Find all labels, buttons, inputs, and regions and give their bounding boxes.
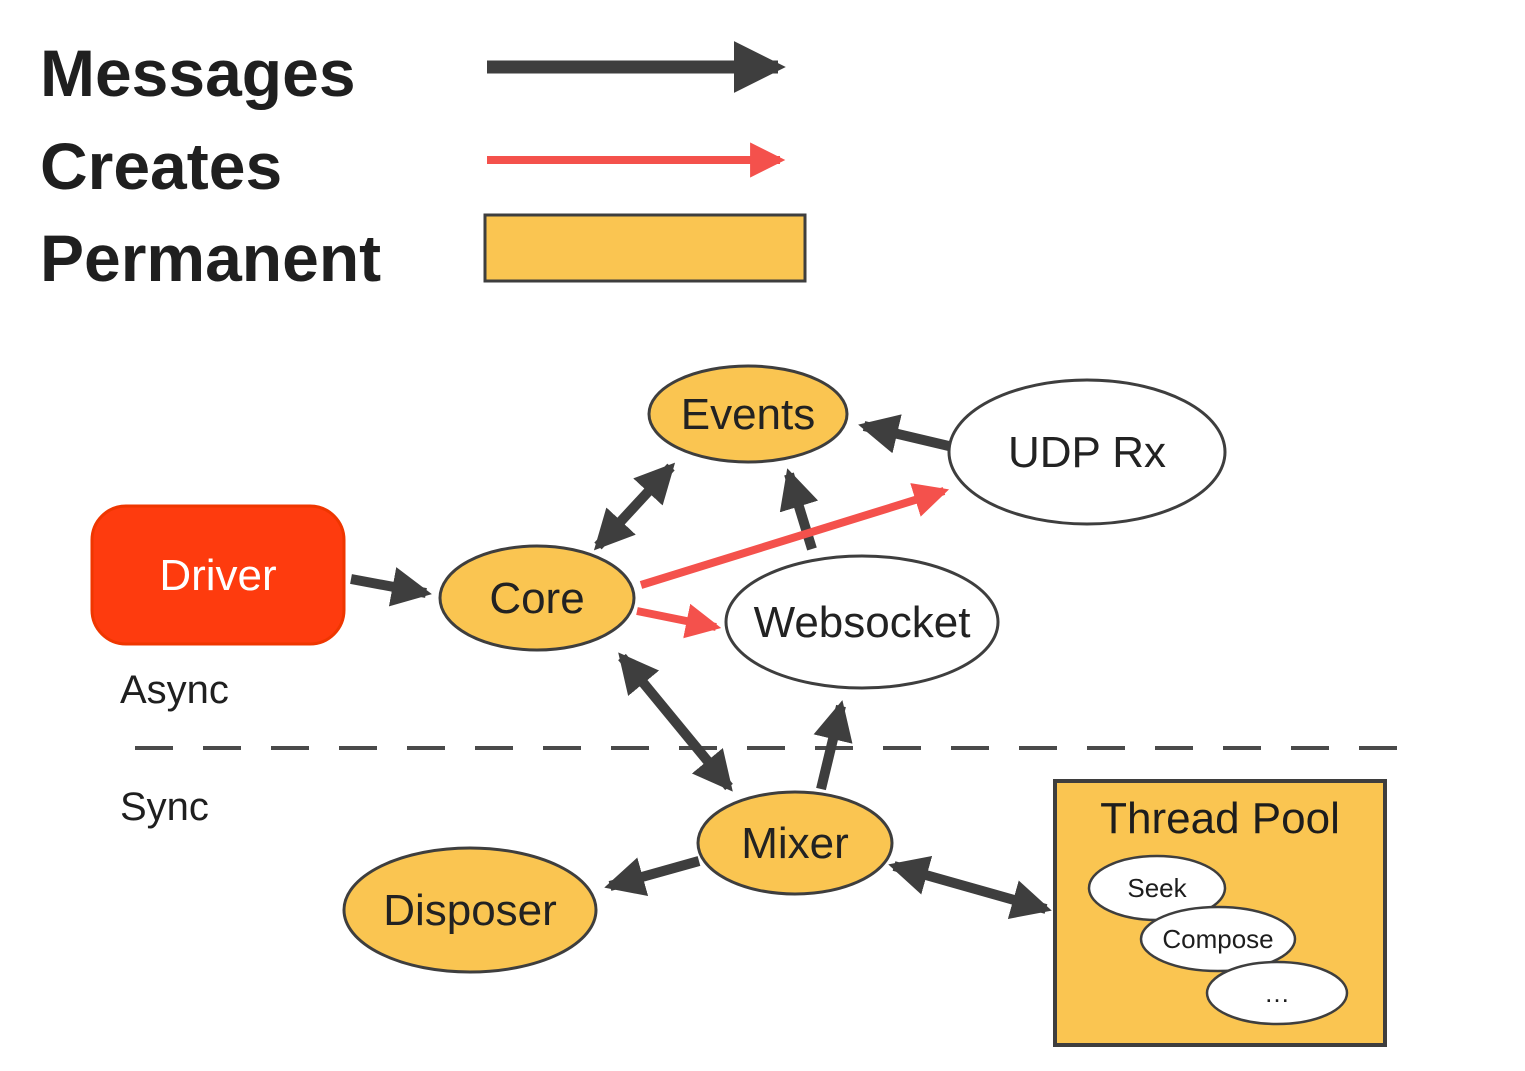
legend-messages-label: Messages: [40, 36, 356, 110]
edge-core-udprx-creates: [639, 483, 950, 589]
driver-node: [90, 504, 346, 646]
edge-core-websocket-creates: [636, 603, 722, 639]
udp-rx-node: [947, 378, 1227, 526]
legend-permanent-swatch: [483, 213, 807, 283]
websocket-node: [724, 554, 1000, 690]
edge-mixer-threadpool: [888, 856, 1052, 919]
edge-mixer-websocket: [813, 700, 853, 791]
core-node: [438, 544, 636, 652]
seek-label: Seek: [1127, 873, 1187, 903]
edge-core-mixer: [618, 652, 733, 792]
thread-pool-label: Thread Pool: [1100, 794, 1340, 843]
thread-pool-item-ellipsis: [1205, 960, 1349, 1026]
sync-label: Sync: [120, 785, 209, 829]
mixer-label: Mixer: [741, 819, 849, 868]
core-label: Core: [489, 574, 584, 623]
legend-permanent-label: Permanent: [40, 221, 381, 295]
events-node: [647, 364, 849, 464]
disposer-label: Disposer: [383, 886, 557, 935]
mixer-node: [696, 790, 894, 896]
websocket-label: Websocket: [754, 598, 971, 647]
edge-mixer-disposer: [604, 856, 701, 897]
disposer-node: [342, 846, 598, 974]
edge-core-events: [593, 462, 676, 551]
events-label: Events: [681, 390, 816, 439]
edge-driver-core: [350, 567, 432, 607]
edge-udprx-events: [858, 414, 955, 454]
async-label: Async: [120, 668, 229, 712]
udp-rx-label: UDP Rx: [1008, 428, 1166, 477]
compose-label: Compose: [1162, 924, 1273, 954]
ellipsis-label: …: [1264, 978, 1290, 1008]
driver-label: Driver: [159, 551, 276, 600]
legend-creates-label: Creates: [40, 129, 282, 203]
thread-pool-item-compose: [1139, 905, 1297, 973]
